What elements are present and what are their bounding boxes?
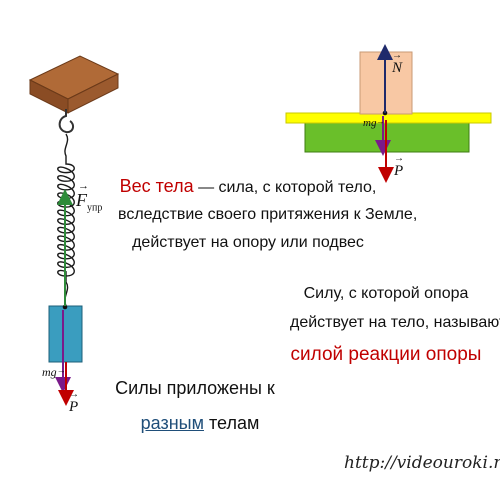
forces-note-line-2: разным телам: [140, 413, 260, 433]
forces-note-highlight: разным: [140, 413, 204, 433]
weight-label-right: → P: [394, 153, 404, 179]
spring-force-label: → Fупр: [76, 180, 103, 214]
normal-force-label: → N: [392, 50, 403, 76]
wooden-mount: [28, 55, 120, 114]
reaction-line-2: действует на тело, называют: [290, 314, 500, 331]
forces-note-line-1: Силы приложены к: [115, 378, 275, 398]
hanging-block: [48, 305, 83, 363]
definition-line-2: вследствие своего притяжения к Земле,: [118, 206, 418, 223]
definition-line-1: Вес тела — сила, с которой тело,: [119, 176, 377, 196]
gravity-label-right: mg→: [363, 117, 385, 129]
website-link[interactable]: http://videouroki.net: [344, 453, 500, 473]
reaction-line-1: Силу, с которой опора: [303, 285, 469, 302]
weight-label-left: → P: [69, 389, 79, 415]
hook: [58, 109, 75, 134]
definition-term: Вес тела: [119, 176, 194, 196]
gravity-label-left: mg→: [42, 365, 66, 379]
hanging-block-point: [62, 304, 68, 310]
definition-line-3: действует на опору или подвес: [132, 234, 364, 251]
reaction-term: силой реакции опоры: [290, 344, 482, 365]
